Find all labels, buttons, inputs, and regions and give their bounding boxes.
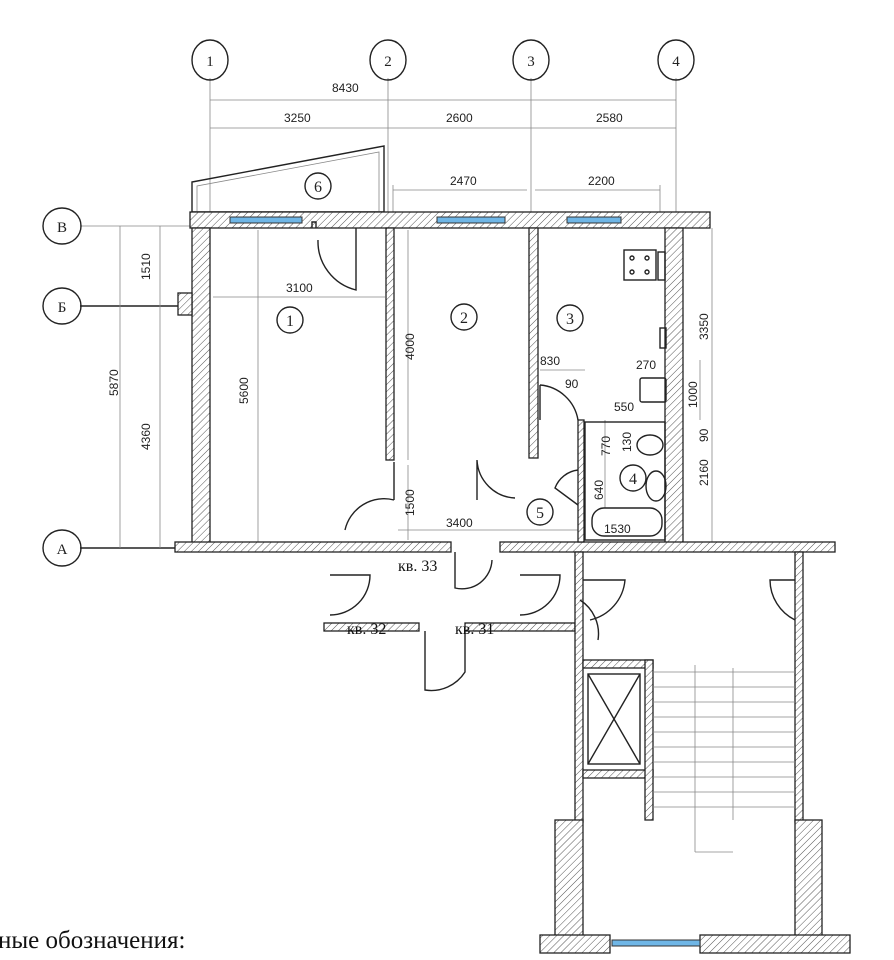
- svg-text:130: 130: [620, 432, 634, 452]
- svg-text:270: 270: [636, 358, 656, 372]
- svg-text:1: 1: [206, 54, 214, 70]
- svg-text:2600: 2600: [446, 111, 473, 125]
- doors: [311, 221, 796, 692]
- balcony: [191, 145, 385, 213]
- walls: [174, 211, 851, 954]
- svg-text:8430: 8430: [332, 81, 359, 95]
- axis-col-2: 2: [369, 39, 407, 81]
- apartment-31-label: кв. 31: [455, 621, 494, 638]
- svg-text:770: 770: [599, 436, 613, 456]
- svg-text:5600: 5600: [237, 377, 251, 404]
- room-numbers: 1 2 3 4 5 6: [276, 172, 647, 526]
- room-1: 1: [276, 306, 304, 334]
- svg-text:2: 2: [460, 310, 468, 327]
- room-5: 5: [526, 498, 554, 526]
- elevator-icon: [587, 673, 641, 765]
- svg-text:3400: 3400: [446, 516, 473, 530]
- svg-text:4: 4: [672, 54, 680, 70]
- axis-col-4: 4: [657, 39, 695, 81]
- svg-text:2: 2: [384, 54, 392, 70]
- svg-text:90: 90: [697, 428, 711, 442]
- dimension-labels: 8430 3250 2600 2580 2470 2200 3100 5870 …: [107, 81, 711, 536]
- apartment-32-label: кв. 32: [347, 621, 386, 638]
- room-4: 4: [619, 464, 647, 492]
- svg-text:Б: Б: [58, 300, 67, 316]
- svg-text:6: 6: [314, 179, 322, 196]
- svg-text:90: 90: [565, 377, 579, 391]
- svg-text:5870: 5870: [107, 369, 121, 396]
- svg-text:3100: 3100: [286, 281, 313, 295]
- svg-text:830: 830: [540, 354, 560, 368]
- axis-col-1: 1: [191, 39, 229, 81]
- svg-text:5: 5: [536, 505, 544, 522]
- svg-text:1000: 1000: [686, 381, 700, 408]
- axis-row-v: В: [42, 207, 82, 245]
- svg-text:2200: 2200: [588, 174, 615, 188]
- staircase: [587, 665, 795, 853]
- svg-text:2580: 2580: [596, 111, 623, 125]
- apartment-33-label: кв. 33: [398, 558, 437, 575]
- svg-text:3250: 3250: [284, 111, 311, 125]
- axis-col-3: 3: [512, 39, 550, 81]
- axis-row-a: А: [42, 529, 82, 567]
- room-2: 2: [450, 303, 478, 331]
- svg-text:1: 1: [286, 313, 294, 330]
- axis-markers: 1 2 3 4 В Б А: [42, 39, 695, 567]
- grid-lines: [80, 78, 677, 549]
- washbasin-icon: [645, 470, 667, 502]
- axis-row-b: Б: [42, 287, 82, 325]
- stove-icon: [623, 249, 657, 281]
- svg-text:2470: 2470: [450, 174, 477, 188]
- svg-text:640: 640: [592, 480, 606, 500]
- toilet-icon: [636, 434, 664, 456]
- svg-text:3: 3: [566, 311, 574, 328]
- svg-text:1530: 1530: [604, 522, 631, 536]
- svg-text:1500: 1500: [403, 489, 417, 516]
- legend-title: ные обозначения:: [0, 927, 185, 954]
- fixtures: [584, 249, 667, 541]
- dimension-lines: [119, 99, 713, 548]
- svg-text:А: А: [57, 542, 68, 558]
- windows: [229, 216, 701, 947]
- room-6: 6: [304, 172, 332, 200]
- room-3: 3: [556, 304, 584, 332]
- svg-text:550: 550: [614, 400, 634, 414]
- svg-text:3: 3: [527, 54, 535, 70]
- bathtub-icon: [591, 507, 663, 537]
- svg-text:4: 4: [629, 471, 637, 488]
- svg-text:4000: 4000: [403, 333, 417, 360]
- svg-text:2160: 2160: [697, 459, 711, 486]
- svg-text:3350: 3350: [697, 313, 711, 340]
- sink-icon: [639, 377, 667, 403]
- svg-text:1510: 1510: [139, 253, 153, 280]
- svg-text:4360: 4360: [139, 423, 153, 450]
- svg-text:В: В: [57, 220, 67, 236]
